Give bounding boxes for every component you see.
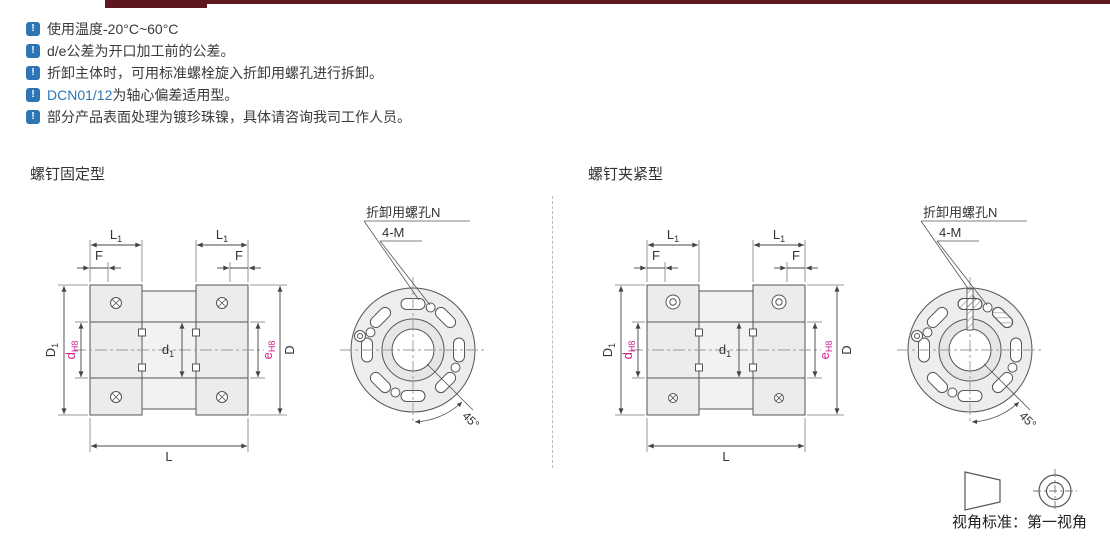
dim-label-d1-bore: d1 <box>162 342 174 359</box>
label-removal-hole: 折卸用螺孔N <box>366 205 440 220</box>
note-item: ! DCN01/12为轴心偏差适用型。 <box>26 84 411 106</box>
dim-label-e-h8: eH8 <box>817 341 834 360</box>
dim-label-l: L <box>722 449 729 464</box>
view-standard-label: 视角标准：第一视角 <box>952 514 1088 531</box>
dim-label-d-h8: dH8 <box>620 341 637 360</box>
note-text-pre: 使用温度-20°C~60°C <box>47 21 179 37</box>
note-text-pre: d/e公差为开口加工前的公差。 <box>47 43 235 59</box>
dim-label-d1-outer: D1 <box>600 343 617 357</box>
note-icon: ! <box>26 44 40 58</box>
dim-label-d1-bore: d1 <box>719 342 731 359</box>
note-text-post: 为轴心偏差适用型。 <box>112 87 239 103</box>
note-text: d/e公差为开口加工前的公差。 <box>47 41 234 61</box>
first-angle-cone-icon <box>964 471 1001 511</box>
note-text: 部分产品表面处理为镀珍珠镍，具体请咨询我司工作人员。 <box>47 107 411 127</box>
label-45-degrees: 45° <box>1016 409 1039 432</box>
front-view-geometry <box>340 221 486 423</box>
dim-label-e-h8: eH8 <box>260 341 277 360</box>
note-text-pre: 部分产品表面处理为镀珍珠镍，具体请咨询我司工作人员。 <box>47 109 411 125</box>
dim-label-f-left: F <box>95 248 103 263</box>
note-icon: ! <box>26 88 40 102</box>
dim-label-f-right: F <box>235 248 243 263</box>
section-title-fixed: 螺钉固定型 <box>30 166 106 183</box>
notes-list: ! 使用温度-20°C~60°C ! d/e公差为开口加工前的公差。 ! 折卸主… <box>26 18 411 128</box>
note-text: 使用温度-20°C~60°C <box>47 19 178 39</box>
dim-label-f-right: F <box>792 248 800 263</box>
section-title-clamp: 螺钉夹紧型 <box>588 166 664 183</box>
note-item: ! 折卸主体时，可用标准螺栓旋入折卸用螺孔进行拆卸。 <box>26 62 411 84</box>
clamp-type-drawing: L1 L1 F F D1 dH8 d1 eH8 D L 折卸用螺孔N 4-M 4… <box>600 205 1105 464</box>
fixed-type-drawing: L1 L1 F F D1 dH8 d1 eH8 D L 折卸用螺孔N 4-M 4… <box>43 205 548 464</box>
note-icon: ! <box>26 22 40 36</box>
dim-label-l1-left: L1 <box>110 227 122 244</box>
dim-label-l1-right: L1 <box>216 227 228 244</box>
first-angle-circle-icon <box>1033 469 1077 512</box>
dim-label-d: D <box>839 345 854 354</box>
label-removal-hole: 折卸用螺孔N <box>923 205 997 220</box>
label-45-degrees: 45° <box>459 409 482 432</box>
note-item: ! 使用温度-20°C~60°C <box>26 18 411 40</box>
note-text: DCN01/12为轴心偏差适用型。 <box>47 85 238 105</box>
note-icon: ! <box>26 66 40 80</box>
dim-label-l1-right: L1 <box>773 227 785 244</box>
dim-label-d1-outer: D1 <box>43 343 60 357</box>
note-text: 折卸主体时，可用标准螺栓旋入折卸用螺孔进行拆卸。 <box>47 63 383 83</box>
dim-label-l: L <box>165 449 172 464</box>
label-4m: 4-M <box>382 225 404 240</box>
top-header-bar <box>207 0 1110 4</box>
side-view-geometry <box>615 240 844 452</box>
note-link-dcn[interactable]: DCN01/12 <box>47 87 113 103</box>
dim-label-d-h8: dH8 <box>63 341 80 360</box>
top-header-bar-left <box>105 0 207 8</box>
note-icon: ! <box>26 110 40 124</box>
dim-label-f-left: F <box>652 248 660 263</box>
label-4m: 4-M <box>939 225 961 240</box>
projection-symbol <box>964 469 1077 512</box>
dim-label-l1-left: L1 <box>667 227 679 244</box>
note-text-pre: 折卸主体时，可用标准螺栓旋入折卸用螺孔进行拆卸。 <box>47 65 383 81</box>
side-view-geometry <box>58 240 287 452</box>
note-item: ! d/e公差为开口加工前的公差。 <box>26 40 411 62</box>
note-item: ! 部分产品表面处理为镀珍珠镍，具体请咨询我司工作人员。 <box>26 106 411 128</box>
dim-label-d: D <box>282 345 297 354</box>
section-divider <box>552 196 553 468</box>
